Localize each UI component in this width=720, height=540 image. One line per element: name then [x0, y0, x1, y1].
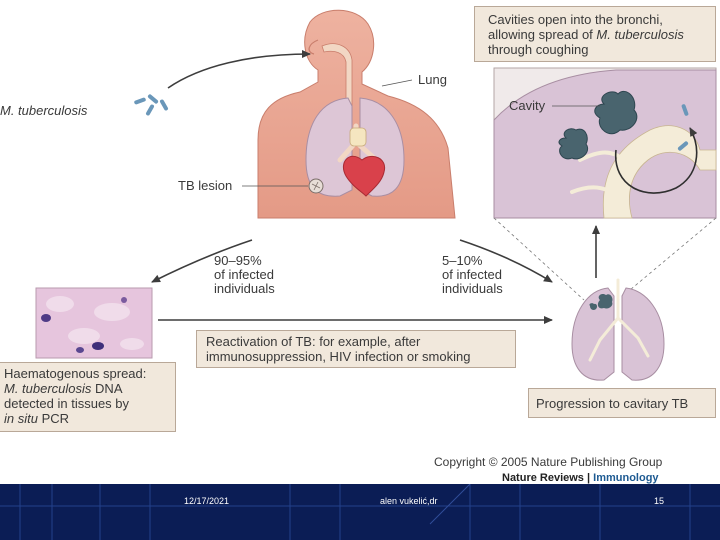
cavities-callout-line1: Cavities open into the bronchi, — [488, 12, 663, 27]
minority-pct-line2: of infected — [442, 267, 502, 282]
lung-leader-line — [381, 79, 413, 87]
tb-lesion-label: TB lesion — [178, 178, 233, 193]
footer-author: alen vukelić,dr — [380, 496, 438, 506]
minority-pct-line3: individuals — [442, 281, 503, 296]
lung-label: Lung — [418, 72, 447, 87]
cavity-shape — [594, 90, 638, 135]
bacteria-icon — [134, 94, 168, 116]
minority-pct-line1: 5–10% — [442, 253, 483, 268]
haem-line1: Haematogenous spread: — [4, 366, 147, 381]
majority-arrow — [151, 239, 253, 283]
heart-icon — [342, 155, 386, 197]
journal-credit: Nature Reviews | Immunology — [502, 472, 659, 484]
bronchiole-branches — [570, 150, 626, 202]
footer-page-number: 15 — [654, 496, 665, 506]
majority-pct-line3: individuals — [214, 281, 275, 296]
cavities-callout-line2: allowing spread of M. tuberculosis — [488, 27, 684, 42]
zoom-dashed-line-right — [617, 217, 717, 301]
cavities-callout — [474, 6, 716, 62]
reactivation-line2: immunosuppression, HIV infection or smok… — [206, 349, 471, 364]
cavitary-lungs-illustration — [571, 278, 665, 381]
reactivation-line1: Reactivation of TB: for example, after — [206, 334, 421, 349]
left-lung — [305, 97, 353, 197]
footer-bar — [0, 484, 720, 540]
stained-cell — [121, 297, 127, 303]
cavity-inset — [493, 67, 717, 219]
cavity-label: Cavity — [509, 98, 546, 113]
cough-arrow — [615, 127, 698, 194]
progression-text: Progression to cavitary TB — [536, 396, 689, 411]
bronchus-inset — [602, 125, 717, 219]
haematogenous-callout — [0, 362, 176, 432]
majority-pct-line1: 90–95% — [214, 253, 262, 268]
stained-cell — [92, 342, 104, 350]
haem-line3: detected in tissues by — [4, 396, 130, 411]
tissue-micrograph — [35, 287, 153, 359]
tb-pathogenesis-illustration — [35, 9, 717, 381]
stained-cell — [41, 314, 51, 322]
footer-date: 12/17/2021 — [184, 496, 230, 506]
human-torso-figure — [257, 9, 456, 219]
mtb-label: M. tuberculosis — [0, 103, 88, 118]
progression-callout — [528, 388, 716, 418]
copyright-text: Copyright © 2005 Nature Publishing Group — [434, 455, 663, 469]
footer-decoration — [0, 484, 720, 540]
cavity-shape-small — [558, 128, 588, 160]
zoom-dashed-line-left — [493, 217, 585, 301]
minority-arrow — [459, 239, 553, 283]
lung-tissue-inset — [493, 69, 717, 219]
reactivation-callout — [196, 330, 516, 368]
haem-line4: in situ PCR — [4, 411, 70, 426]
majority-pct-line2: of infected — [214, 267, 274, 282]
larynx — [349, 127, 367, 147]
nose-shape — [308, 39, 319, 55]
cavity-shape-mini — [597, 293, 613, 309]
cavities-callout-line3: through coughing — [488, 42, 589, 57]
haem-line2: M. tuberculosis DNA — [4, 381, 123, 396]
inhalation-arrow — [167, 50, 311, 89]
stained-cell — [76, 347, 84, 353]
